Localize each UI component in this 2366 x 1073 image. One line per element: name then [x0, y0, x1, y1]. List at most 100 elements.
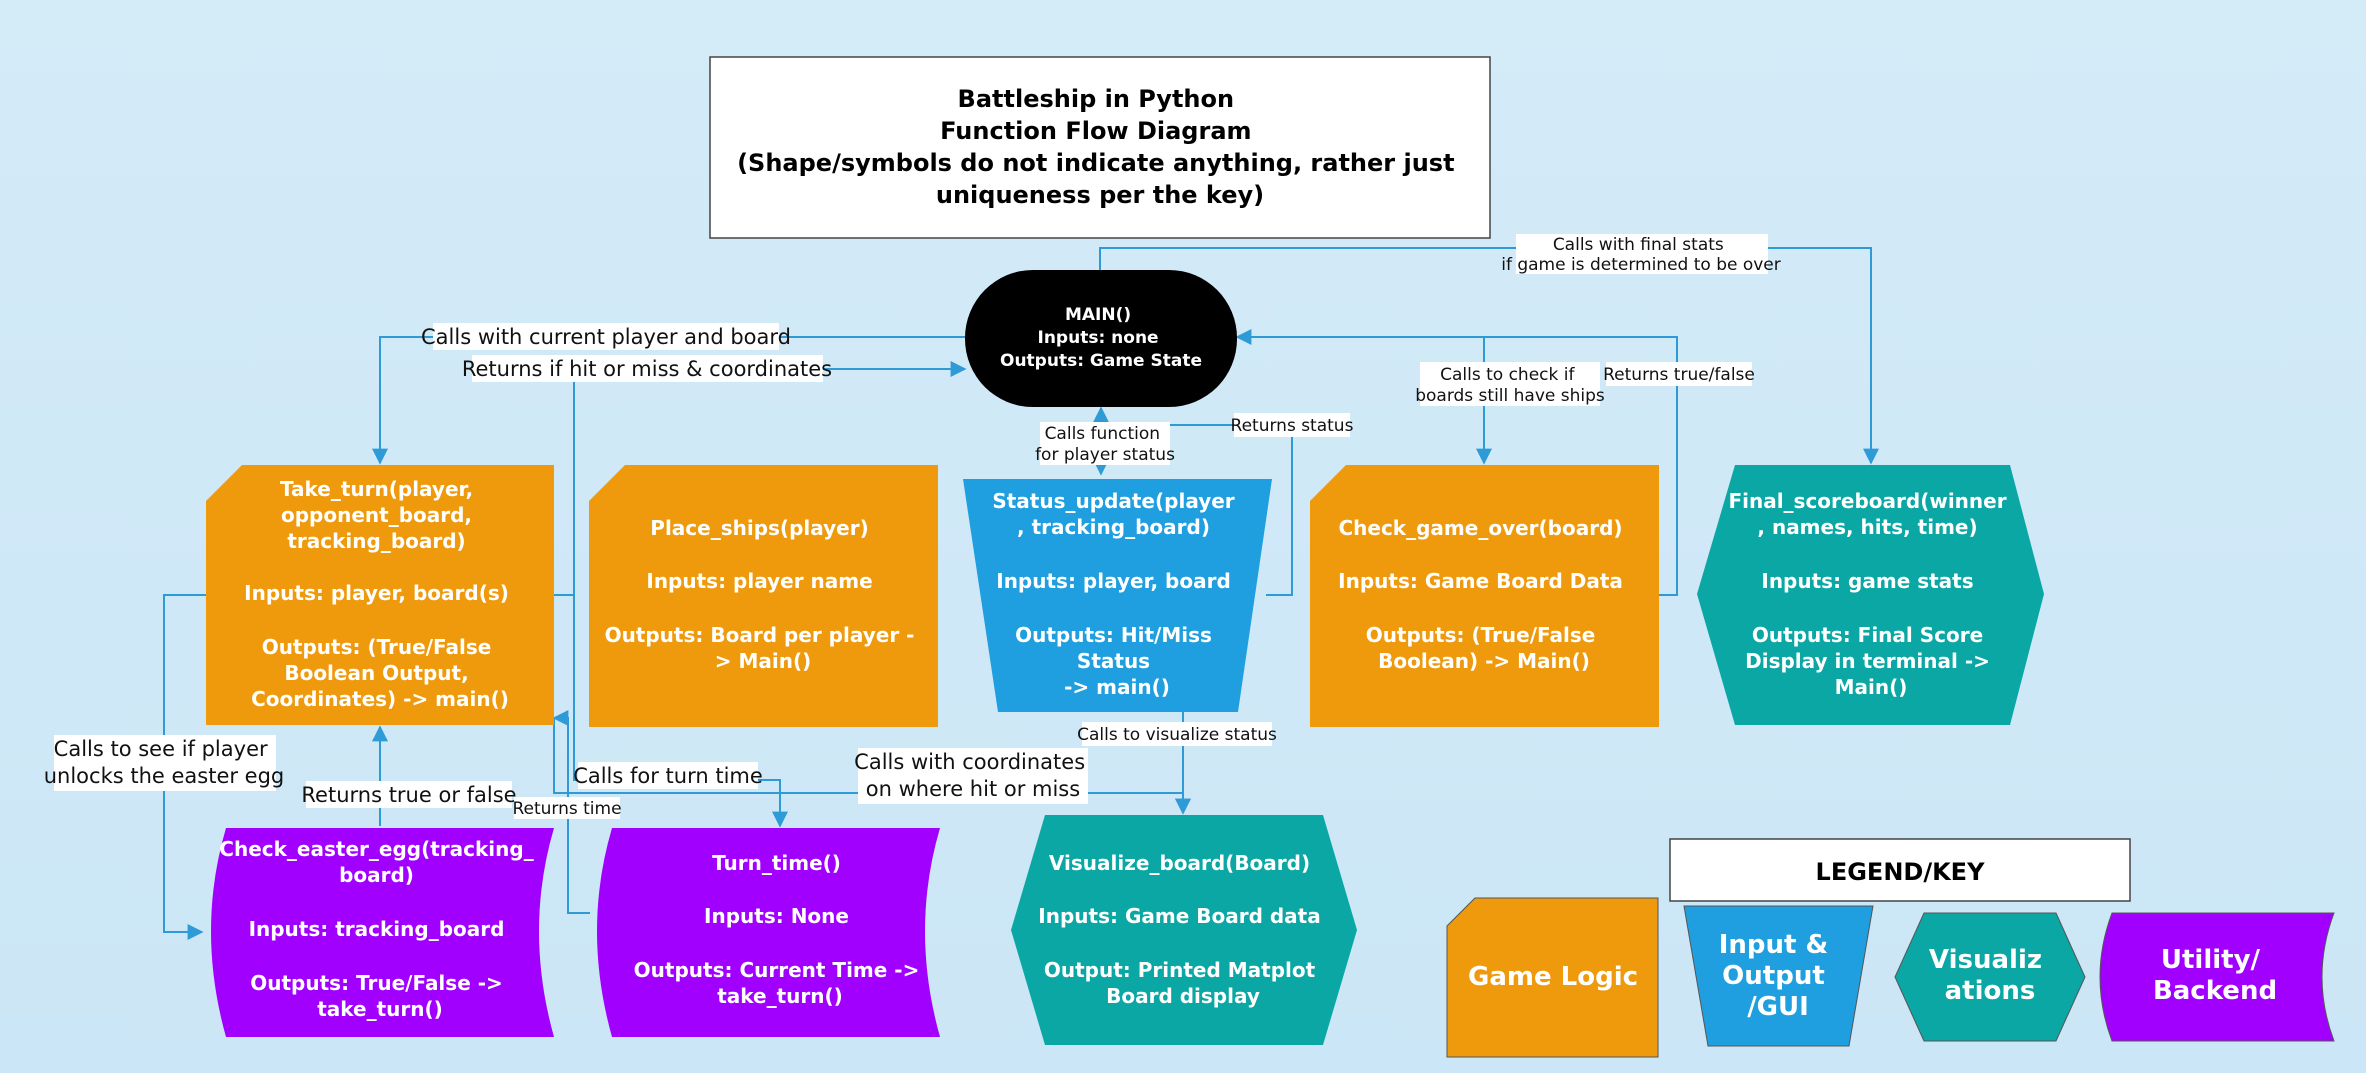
- easter-egg-line-2: board): [339, 863, 414, 887]
- svg-text:Returns if hit or miss & coord: Returns if hit or miss & coordinates: [462, 357, 832, 381]
- edge-label-visualize-status: Calls to visualize status: [1077, 725, 1277, 745]
- final-scoreboard-line-8: Main(): [1835, 675, 1908, 699]
- legend-utility-line-2: Backend: [2153, 976, 2277, 1006]
- node-visualize-board: Visualize_board(Board) Inputs: Game Boar…: [1011, 815, 1357, 1045]
- legend-game-logic: Game Logic: [1446, 897, 1659, 1058]
- edge-turn-time-call: [554, 594, 788, 828]
- turn-time-line-3: Inputs: None: [704, 904, 849, 928]
- node-status-update: Status_update(player , tracking_board) I…: [963, 479, 1272, 712]
- take-turn-line-3: tracking_board): [287, 529, 465, 553]
- svg-text:Status_update(player , t: Status_update(player , tracking_board) I…: [992, 489, 1241, 699]
- final-scoreboard-line-7: Display in terminal ->: [1745, 649, 1990, 673]
- easter-egg-line-6: Outputs: True/False ->: [250, 971, 503, 995]
- edge-label-coordinates-1: Calls with coordinates: [854, 750, 1085, 774]
- edge-label-easter-egg-2: unlocks the easter egg: [44, 764, 285, 788]
- edge-label-returns-true-false: Returns true or false: [301, 783, 516, 807]
- edge-label-current-player: Calls with current player and board: [421, 325, 791, 349]
- diagram-title-box: Battleship in Python Function Flow Diagr…: [709, 56, 1491, 239]
- svg-text:Check_easter_egg(tracking_: Check_easter_egg(tracking_ board) Inputs…: [219, 837, 540, 1021]
- svg-text:Returns time: Returns time: [512, 799, 621, 819]
- svg-text:Calls with current player and: Calls with current player and board: [421, 325, 791, 349]
- legend-input-output-line-3: /GUI: [1747, 992, 1809, 1022]
- legend-input-output: Input & Output /GUI: [1683, 905, 1874, 1047]
- title-line-3: (Shape/symbols do not indicate anything,…: [737, 149, 1454, 177]
- svg-text:LEGEND/KEY: LEGEND/KEY: [1816, 858, 1986, 886]
- check-game-over-line-5: Outputs: (True/False: [1366, 623, 1596, 647]
- svg-text:Calls with coordinates o: Calls with coordinates on where hit or m…: [854, 750, 1092, 801]
- take-turn-line-7: Outputs: (True/False: [262, 635, 492, 659]
- title-line-2: Function Flow Diagram: [940, 117, 1251, 145]
- visualize-board-line-5: Output: Printed Matplot: [1044, 958, 1316, 982]
- legend-utility-line-1: Utility/: [2161, 945, 2261, 975]
- turn-time-line-1: Turn_time(): [712, 851, 841, 875]
- turn-time-line-5: Outputs: Current Time ->: [634, 958, 920, 982]
- edge-returns-status: [1101, 424, 1293, 596]
- svg-text:Calls for turn time: Calls for turn time: [573, 764, 763, 788]
- edge-label-player-status-1: Calls function: [1045, 424, 1160, 444]
- node-final-scoreboard: Final_scoreboard(winner , names, hits, t…: [1697, 465, 2044, 725]
- main-line-3: Outputs: Game State: [1000, 351, 1202, 371]
- take-turn-line-5: Inputs: player, board(s): [244, 581, 509, 605]
- svg-text:Calls to see if player u: Calls to see if player unlocks the easte…: [44, 737, 285, 788]
- place-ships-line-3: Inputs: player name: [646, 569, 872, 593]
- check-game-over-line-6: Boolean) -> Main(): [1378, 649, 1590, 673]
- legend-visualizations-line-1: Visualiz: [1929, 945, 2042, 975]
- easter-egg-line-4: Inputs: tracking_board: [249, 917, 505, 941]
- svg-text:Final_scoreboard(winner: Final_scoreboard(winner , names, hits, t…: [1728, 489, 2013, 699]
- edge-label-final-stats-2: if game is determined to be over: [1501, 255, 1781, 275]
- edge-final-stats: [1099, 247, 1879, 465]
- easter-egg-line-1: Check_easter_egg(tracking_: [219, 837, 533, 861]
- svg-text:Game Logic: Game Logic: [1468, 962, 1638, 992]
- svg-text:Check_game_over(board): Check_game_over(board) Inputs: Game Boar…: [1338, 516, 1630, 673]
- edge-label-player-status-2: for player status: [1035, 445, 1175, 465]
- status-update-line-6: Outputs: Hit/Miss: [1015, 623, 1212, 647]
- svg-text:Calls with final stats i: Calls with final stats if game is determ…: [1501, 235, 1781, 275]
- legend-input-output-line-1: Input &: [1719, 930, 1828, 960]
- edge-label-check-ships-2: boards still have ships: [1415, 386, 1605, 406]
- svg-text:MAIN() Inputs: none: MAIN() Inputs: none Outputs: Game State: [1000, 305, 1202, 371]
- status-update-line-4: Inputs: player, board: [996, 569, 1231, 593]
- edge-label-returns-status: Returns status: [1231, 416, 1354, 436]
- visualize-board-line-3: Inputs: Game Board data: [1038, 904, 1320, 928]
- edge-label-turn-time-call: Calls for turn time: [573, 764, 763, 788]
- svg-text:Turn_time() Input: Turn_time() Inputs: None Outputs: Curren…: [634, 851, 927, 1008]
- take-turn-line-9: Coordinates) -> main(): [251, 687, 509, 711]
- check-game-over-line-1: Check_game_over(board): [1338, 516, 1622, 540]
- svg-text:Visualize_board(Board): Visualize_board(Board) Inputs: Game Boar…: [1038, 851, 1327, 1008]
- visualize-board-line-6: Board display: [1106, 984, 1260, 1008]
- title-line-4: uniqueness per the key): [936, 181, 1264, 209]
- node-place-ships: Place_ships(player) Inputs: player name …: [589, 465, 938, 727]
- final-scoreboard-line-2: , names, hits, time): [1757, 515, 1977, 539]
- svg-text:Input & Output: Input & Output /GUI: [1719, 930, 1838, 1022]
- legend-visualizations-line-2: ations: [1945, 976, 2036, 1006]
- svg-text:Returns true or false: Returns true or false: [301, 783, 516, 807]
- take-turn-line-2: opponent_board,: [281, 503, 472, 527]
- status-update-line-2: , tracking_board): [1017, 515, 1210, 539]
- svg-text:Returns true/false: Returns true/false: [1603, 365, 1755, 385]
- svg-text:Take_turn(player, oppone: Take_turn(player, opponent_board, tracki…: [244, 477, 516, 711]
- final-scoreboard-line-1: Final_scoreboard(winner: [1728, 489, 2006, 513]
- svg-text:Calls to visualize status: Calls to visualize status: [1077, 725, 1277, 745]
- final-scoreboard-line-6: Outputs: Final Score: [1752, 623, 1983, 647]
- legend-title: LEGEND/KEY: [1816, 858, 1986, 886]
- node-check-easter-egg: Check_easter_egg(tracking_ board) Inputs…: [211, 828, 554, 1037]
- node-take-turn: Take_turn(player, opponent_board, tracki…: [206, 465, 554, 725]
- take-turn-line-1: Take_turn(player,: [280, 477, 473, 501]
- place-ships-line-5: Outputs: Board per player -: [605, 623, 915, 647]
- node-main: MAIN() Inputs: none Outputs: Game State: [965, 270, 1237, 407]
- edge-label-check-ships-1: Calls to check if: [1440, 365, 1575, 385]
- svg-text:Calls to check if boards: Calls to check if boards still have ship…: [1415, 365, 1605, 406]
- take-turn-line-8: Boolean Output,: [284, 661, 468, 685]
- status-update-line-7: Status: [1077, 649, 1150, 673]
- main-line-2: Inputs: none: [1038, 328, 1159, 348]
- check-game-over-line-3: Inputs: Game Board Data: [1338, 569, 1623, 593]
- status-update-line-1: Status_update(player: [992, 489, 1234, 513]
- edge-label-easter-egg-1: Calls to see if player: [54, 737, 268, 761]
- legend-game-logic-label: Game Logic: [1468, 962, 1638, 992]
- turn-time-line-6: take_turn(): [717, 984, 843, 1008]
- node-check-game-over: Check_game_over(board) Inputs: Game Boar…: [1310, 465, 1659, 727]
- edge-label-returns-tf: Returns true/false: [1603, 365, 1755, 385]
- edge-label-coordinates-2: on where hit or miss: [866, 777, 1080, 801]
- svg-text:Calls function for playe: Calls function for player status: [1035, 424, 1175, 465]
